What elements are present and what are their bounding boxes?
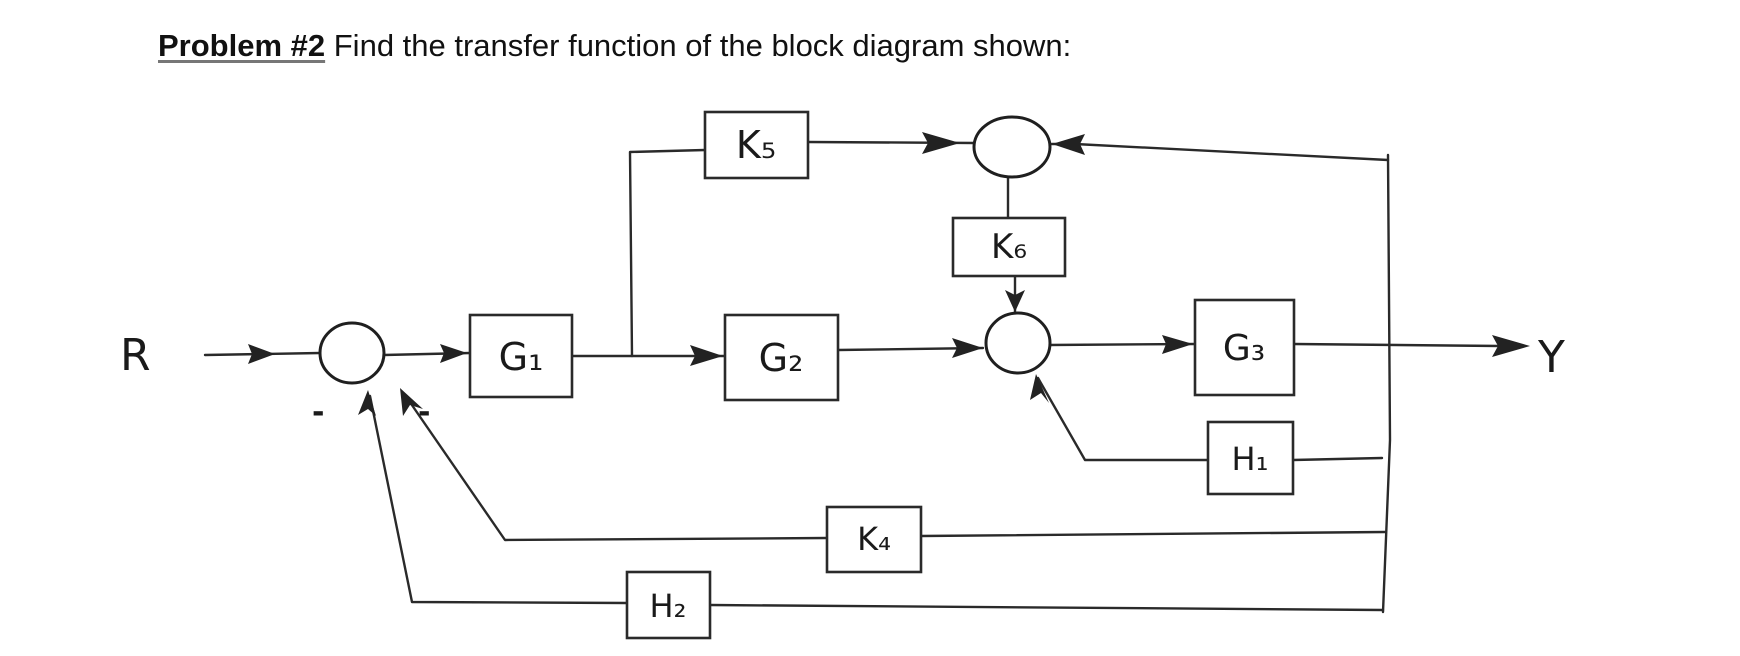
block-g2: G₂ (723, 313, 840, 402)
summing-junction-2 (972, 115, 1052, 179)
arrow-into-g3 (1162, 335, 1193, 354)
block-k5: K₅ (703, 110, 810, 180)
block-k6-label: K₆ (991, 227, 1027, 267)
block-g3-label: G₃ (1223, 328, 1265, 369)
arrow-k4-into-s1 (400, 388, 423, 416)
input-label-r: R (120, 330, 151, 381)
arrowheads (248, 132, 1530, 416)
block-h2: H₂ (625, 570, 712, 640)
arrow-r (248, 344, 275, 364)
arrow-h1-into-s3 (1030, 374, 1049, 403)
wire-h1-left (1036, 376, 1210, 462)
arrow-into-s2 (922, 132, 960, 154)
block-g1-label: G₁ (499, 335, 544, 379)
summing-junction-3 (984, 311, 1052, 375)
arrow-into-g2 (690, 345, 723, 366)
arrow-g2-into-s3 (952, 338, 983, 358)
block-g2-label: G₂ (759, 336, 804, 380)
wire-k4-right (919, 530, 1387, 538)
wire-h1-right (1291, 456, 1384, 462)
block-h2-label: H₂ (650, 587, 687, 625)
wire-g3-to-y (1292, 342, 1502, 348)
wire-k4-left (403, 393, 829, 542)
arrow-h2-into-s1 (358, 390, 376, 416)
block-k5-label: K₅ (736, 123, 776, 167)
problem-label: Problem #2 (158, 28, 326, 63)
arrow-to-y (1492, 335, 1530, 357)
wire-branch-to-k5 (628, 148, 707, 358)
wire-h2-right (708, 603, 1385, 612)
block-k4-label: K₄ (857, 520, 891, 558)
arrow-k6-into-s3 (1005, 290, 1025, 312)
output-label-y: Y (1537, 332, 1565, 383)
wire-outer-right (1381, 153, 1392, 614)
problem-heading: Problem #2 Find the transfer function of… (158, 28, 1071, 64)
summing-junction-1 (318, 321, 386, 385)
arrow-feedback-into-s2 (1052, 134, 1085, 155)
minus-sign-right: - (418, 395, 430, 430)
block-g3: G₃ (1193, 298, 1296, 397)
block-g1: G₁ (468, 313, 574, 399)
arrow-into-g1 (440, 344, 467, 363)
block-k6: K₆ (951, 216, 1067, 278)
wire-h2-left (368, 394, 629, 605)
block-k4: K₄ (825, 505, 923, 574)
wire-top-feedback (1048, 142, 1390, 162)
block-h1: H₁ (1206, 420, 1295, 496)
block-h1-label: H₁ (1232, 440, 1269, 478)
minus-sign-left: - (312, 395, 324, 430)
problem-text: Find the transfer function of the block … (333, 28, 1072, 63)
